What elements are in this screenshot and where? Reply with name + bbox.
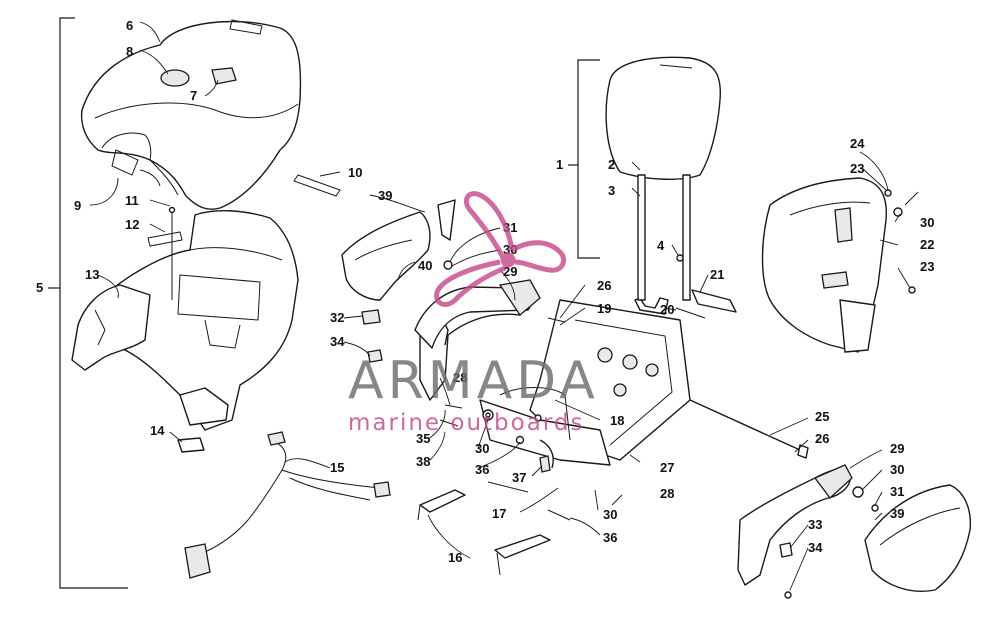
callout-30d: 30 (920, 215, 934, 230)
right-shaft-and-handle (689, 399, 879, 599)
callout-1: 1 (556, 157, 563, 172)
callout-39b: 39 (890, 506, 904, 521)
callout-16: 16 (448, 550, 462, 565)
callout-23a: 23 (850, 161, 864, 176)
bracket-group-5 (48, 17, 128, 589)
callout-22: 22 (920, 237, 934, 252)
watermark-brand: ARMADA (348, 351, 599, 411)
callout-18: 18 (610, 413, 624, 428)
watermark-tagline: marine outboards (348, 410, 584, 436)
backrest-rear-cover (675, 177, 919, 353)
callout-35: 35 (416, 431, 430, 446)
fasteners-center (361, 260, 571, 521)
callout-20: 20 (660, 302, 674, 317)
callout-32: 32 (330, 310, 344, 325)
callout-28b: 28 (660, 486, 674, 501)
callout-3: 3 (608, 183, 615, 198)
callout-31b: 31 (890, 484, 904, 499)
wiring-harness (184, 431, 391, 579)
callout-34a: 34 (330, 334, 345, 349)
callout-15: 15 (330, 460, 344, 475)
callout-10: 10 (348, 165, 362, 180)
callout-6: 6 (126, 18, 133, 33)
callout-29a: 29 (503, 264, 517, 279)
callout-23b: 23 (920, 259, 934, 274)
side-panel-39-right (864, 484, 972, 592)
callout-labels: 6 8 7 9 10 11 12 13 5 14 15 39 40 31 30 … (36, 18, 934, 565)
callout-26a: 26 (597, 278, 611, 293)
callout-5: 5 (36, 280, 43, 295)
callout-36a: 36 (475, 462, 489, 477)
bracket-group-1 (568, 59, 600, 259)
callout-12: 12 (125, 217, 139, 232)
callout-7: 7 (190, 88, 197, 103)
callout-2: 2 (608, 157, 615, 172)
callout-30b: 30 (475, 441, 489, 456)
callout-4: 4 (657, 238, 665, 253)
callout-17: 17 (492, 506, 506, 521)
callout-34b: 34 (808, 540, 823, 555)
callout-11: 11 (125, 193, 139, 208)
callout-8: 8 (126, 44, 133, 59)
side-panel-39-left (341, 199, 456, 301)
callout-14: 14 (150, 423, 165, 438)
callout-26b: 26 (815, 431, 829, 446)
seat-base (71, 210, 299, 431)
seat-small-parts (147, 174, 341, 453)
callout-30e: 30 (890, 462, 904, 477)
callout-21: 21 (710, 267, 724, 282)
callout-30c: 30 (603, 507, 617, 522)
callout-38: 38 (416, 454, 430, 469)
callout-13: 13 (85, 267, 99, 282)
callout-40: 40 (418, 258, 432, 273)
seat-cushion (80, 19, 302, 210)
clips-16 (417, 489, 551, 576)
callout-28a: 28 (453, 370, 467, 385)
callout-9: 9 (74, 198, 81, 213)
callout-37: 37 (512, 470, 526, 485)
backrest-pad (605, 56, 722, 301)
callout-19: 19 (597, 301, 611, 316)
callout-33: 33 (808, 517, 822, 532)
callout-39a: 39 (378, 188, 392, 203)
callout-27: 27 (660, 460, 674, 475)
callout-29b: 29 (890, 441, 904, 456)
callout-36b: 36 (603, 530, 617, 545)
leader-lines (89, 21, 911, 591)
callout-25: 25 (815, 409, 829, 424)
propeller-logo-icon (434, 191, 567, 307)
callout-24: 24 (850, 136, 865, 151)
watermark: ARMADA marine outboards (348, 191, 599, 436)
